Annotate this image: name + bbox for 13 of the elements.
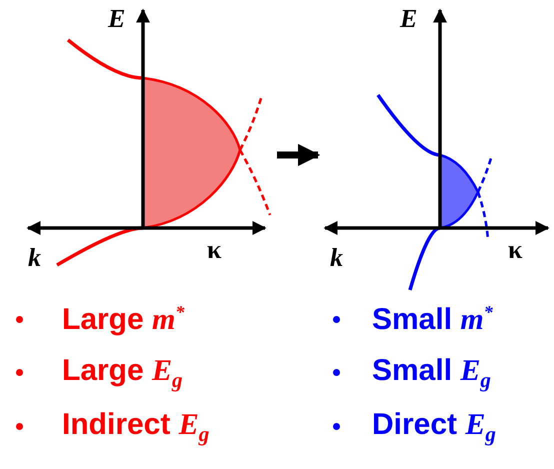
property-text: Small m$^{*}$ bbox=[372, 303, 493, 335]
property-text: Large m$^{*}$ bbox=[62, 303, 184, 335]
axis-label: E bbox=[108, 6, 126, 32]
axis-label: k bbox=[330, 245, 343, 271]
arrow bbox=[277, 144, 320, 166]
property-text: Direct E$_{g}$ bbox=[372, 410, 496, 445]
property-text: Large E$_{g}$ bbox=[62, 356, 183, 391]
property-text: Indirect E$_{g}$ bbox=[62, 410, 210, 445]
property-text: Small E$_{g}$ bbox=[372, 356, 491, 391]
axis-label: E bbox=[400, 6, 418, 32]
axis-label: κ bbox=[207, 237, 222, 263]
axis-label: κ bbox=[508, 237, 522, 263]
axis-label: k bbox=[28, 245, 41, 271]
